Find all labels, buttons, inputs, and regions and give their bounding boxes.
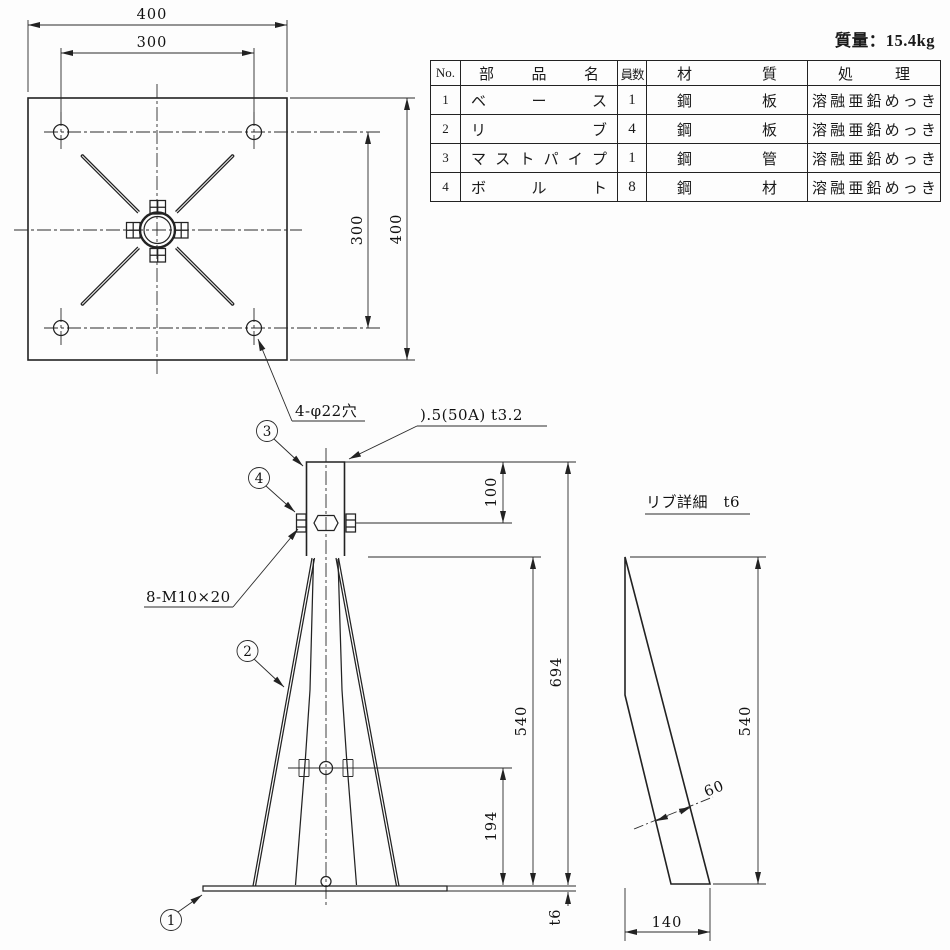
cell-part-name: ボルト xyxy=(460,172,618,202)
elev-dimensions: 100 194 540 694 t6 xyxy=(484,462,571,926)
pipe-callout: ).5(50A) t3.2 xyxy=(348,406,547,460)
dim-plan-300-top: 300 xyxy=(137,35,168,51)
nut-left xyxy=(125,221,141,239)
dim-plan-400-right: 400 xyxy=(389,214,405,245)
cell-material: 鋼材 xyxy=(646,172,808,202)
bolt-callout-text: 8-M10×20 xyxy=(146,588,231,606)
hole-callout-text: 4-φ22穴 xyxy=(295,402,357,420)
elevation-view: 100 194 540 694 t6 ).5(50A) t3.2 8-M10×2… xyxy=(144,406,576,931)
cell-material: 鋼管 xyxy=(646,143,808,173)
base-plate-extensions xyxy=(447,885,576,892)
hole-centerline-ticks xyxy=(60,112,255,348)
dim-rib-140: 140 xyxy=(652,915,683,931)
base-plate-outline xyxy=(27,97,288,361)
rib-profile xyxy=(624,556,712,885)
header-part-name: 部品名 xyxy=(460,60,618,86)
cell-part-name: マストパイプ xyxy=(460,143,618,173)
hub-nuts xyxy=(125,199,189,263)
rib-540-extensions xyxy=(630,556,766,885)
nut-right xyxy=(173,221,189,239)
table-row: 1 ベース 1 鋼板 溶融亜鉛めっき xyxy=(430,85,941,115)
dim-plan-400-top: 400 xyxy=(137,7,168,23)
nut-right-side xyxy=(345,513,357,533)
pipe-callout-text: ).5(50A) t3.2 xyxy=(420,406,523,424)
rib-detail-view: リブ詳細 t6 540 140 60 xyxy=(624,493,766,941)
cell-part-name: リブ xyxy=(460,114,618,144)
dim-elev-194: 194 xyxy=(484,811,500,842)
balloon-3-mast: 3 xyxy=(256,420,304,467)
bolt-holes xyxy=(52,123,263,337)
cell-treatment: 溶融亜鉛めっき xyxy=(807,114,941,144)
header-qty: 員数 xyxy=(617,60,647,86)
dim-rib-60: 60 xyxy=(702,778,727,800)
dim-rib-540: 540 xyxy=(738,706,754,737)
dim-elev-100: 100 xyxy=(484,477,500,508)
cell-treatment: 溶融亜鉛めっき xyxy=(807,143,941,173)
cell-qty: 4 xyxy=(617,114,647,144)
rib-lines-plan xyxy=(80,154,235,306)
table-header-row: No. 部品名 員数 材質 処理 xyxy=(430,60,941,86)
cell-no: 3 xyxy=(430,143,461,173)
nut-bottom xyxy=(149,247,167,263)
cell-material: 鋼板 xyxy=(646,85,808,115)
balloon-4-text: 4 xyxy=(255,471,264,487)
cell-qty: 1 xyxy=(617,143,647,173)
rib-60-dimension: 60 xyxy=(633,778,727,830)
plan-extension-lines xyxy=(27,20,415,361)
cell-qty: 8 xyxy=(617,172,647,202)
rib-inner-edges xyxy=(294,558,358,886)
balloon-1-base: 1 xyxy=(160,894,203,931)
cell-part-name: ベース xyxy=(460,85,618,115)
cell-no: 1 xyxy=(430,85,461,115)
bolt-callout: 8-M10×20 xyxy=(144,528,299,608)
nut-left-side xyxy=(295,513,307,533)
plan-dimensions: 400 300 300 400 xyxy=(28,7,410,360)
dim-elev-t6: t6 xyxy=(548,908,564,925)
table-row: 2 リブ 4 鋼板 溶融亜鉛めっき xyxy=(430,114,941,144)
cell-qty: 1 xyxy=(617,85,647,115)
cell-treatment: 溶融亜鉛めっき xyxy=(807,85,941,115)
mass-label: 質量：15.4kg xyxy=(834,31,935,50)
dim-elev-540: 540 xyxy=(514,706,530,737)
bottom-bolt xyxy=(320,875,332,888)
dim-plan-300-right: 300 xyxy=(350,215,366,246)
cell-material: 鋼板 xyxy=(646,114,808,144)
header-treatment: 処理 xyxy=(807,60,941,86)
balloon-4-bolt: 4 xyxy=(248,467,296,513)
balloon-2-rib: 2 xyxy=(236,640,285,688)
dim-elev-694: 694 xyxy=(549,657,565,688)
parts-table: No. 部品名 員数 材質 処理 1 ベース 1 鋼板 溶融亜鉛めっき 2 リブ… xyxy=(430,60,941,202)
cell-no: 4 xyxy=(430,172,461,202)
rib-outer-edges xyxy=(252,557,400,887)
table-row: 4 ボルト 8 鋼材 溶融亜鉛めっき xyxy=(430,172,941,202)
hole-callout: 4-φ22穴 xyxy=(257,338,365,422)
balloon-3-text: 3 xyxy=(263,424,272,440)
nut-top xyxy=(149,199,167,215)
balloon-2-text: 2 xyxy=(243,644,252,660)
table-row: 3 マストパイプ 1 鋼管 溶融亜鉛めっき xyxy=(430,143,941,173)
balloon-1-text: 1 xyxy=(167,913,176,929)
cell-no: 2 xyxy=(430,114,461,144)
elev-extension-lines xyxy=(288,461,576,769)
mast-pipe-elev xyxy=(305,461,346,556)
header-material: 材質 xyxy=(646,60,808,86)
mast-pipe-inner xyxy=(143,215,172,245)
cell-treatment: 溶融亜鉛めっき xyxy=(807,172,941,202)
header-no: No. xyxy=(430,60,461,86)
bolt-head-hex xyxy=(313,514,339,532)
rib-detail-title: リブ詳細 t6 xyxy=(646,493,740,511)
plan-view: 400 300 300 400 4-φ22穴 xyxy=(14,7,415,422)
